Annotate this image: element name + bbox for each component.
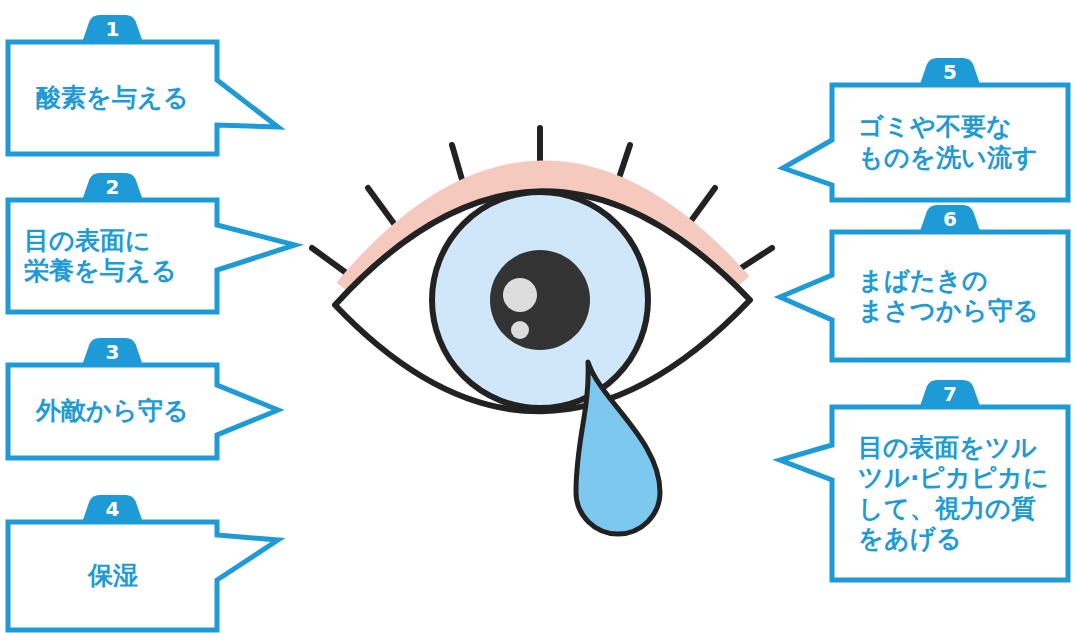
callout-box: 4保湿 xyxy=(8,522,217,630)
callout-text: 保湿 xyxy=(22,561,203,592)
callout-border xyxy=(8,42,278,154)
callout-border xyxy=(783,85,1068,200)
callout-box: 5ゴミや不要な ものを洗い流す xyxy=(832,85,1068,200)
number-tab xyxy=(82,15,144,44)
callout-box: 7目の表面をツル ツル·ピカピカに して、視力の質 をあげる xyxy=(832,407,1068,580)
callout-number: 6 xyxy=(920,207,980,231)
eyelash xyxy=(368,188,395,225)
number-tab xyxy=(82,495,144,524)
number-tab xyxy=(82,338,144,367)
callout-border xyxy=(780,232,1068,360)
callout-text: まばたきの まさつから守る xyxy=(858,266,1060,327)
callout-text: 目の表面に 栄養を与える xyxy=(24,226,209,287)
eyelash xyxy=(688,188,715,225)
eye-outline xyxy=(335,191,750,411)
callout-border xyxy=(8,200,295,312)
callout-text: 外敵から守る xyxy=(22,396,203,427)
callout-number: 2 xyxy=(83,175,143,199)
callout-number: 4 xyxy=(83,497,143,521)
callout-box: 1酸素を与える xyxy=(8,42,217,154)
highlight xyxy=(503,278,537,312)
number-tab xyxy=(919,380,981,409)
callout-border xyxy=(8,522,278,630)
callout-box: 2目の表面に 栄養を与える xyxy=(8,200,217,312)
callout-number: 5 xyxy=(920,60,980,84)
number-tab xyxy=(919,205,981,234)
eyelash xyxy=(312,248,345,272)
number-tab xyxy=(82,173,144,202)
callout-border xyxy=(8,365,278,458)
callout-number: 7 xyxy=(920,382,980,406)
callout-box: 3外敵から守る xyxy=(8,365,217,458)
callout-number: 3 xyxy=(83,340,143,364)
callout-text: 目の表面をツル ツル·ピカピカに して、視力の質 をあげる xyxy=(858,433,1060,555)
callout-border xyxy=(780,407,1068,580)
callout-text: 酸素を与える xyxy=(22,83,203,114)
callout-box: 6まばたきの まさつから守る xyxy=(832,232,1068,360)
callout-text: ゴミや不要な ものを洗い流す xyxy=(858,112,1060,173)
number-tab xyxy=(919,58,981,87)
iris xyxy=(432,192,648,408)
highlight xyxy=(511,321,529,339)
callout-number: 1 xyxy=(83,17,143,41)
pupil xyxy=(490,250,590,350)
eyelash xyxy=(738,248,772,270)
tear-drop xyxy=(576,362,660,534)
